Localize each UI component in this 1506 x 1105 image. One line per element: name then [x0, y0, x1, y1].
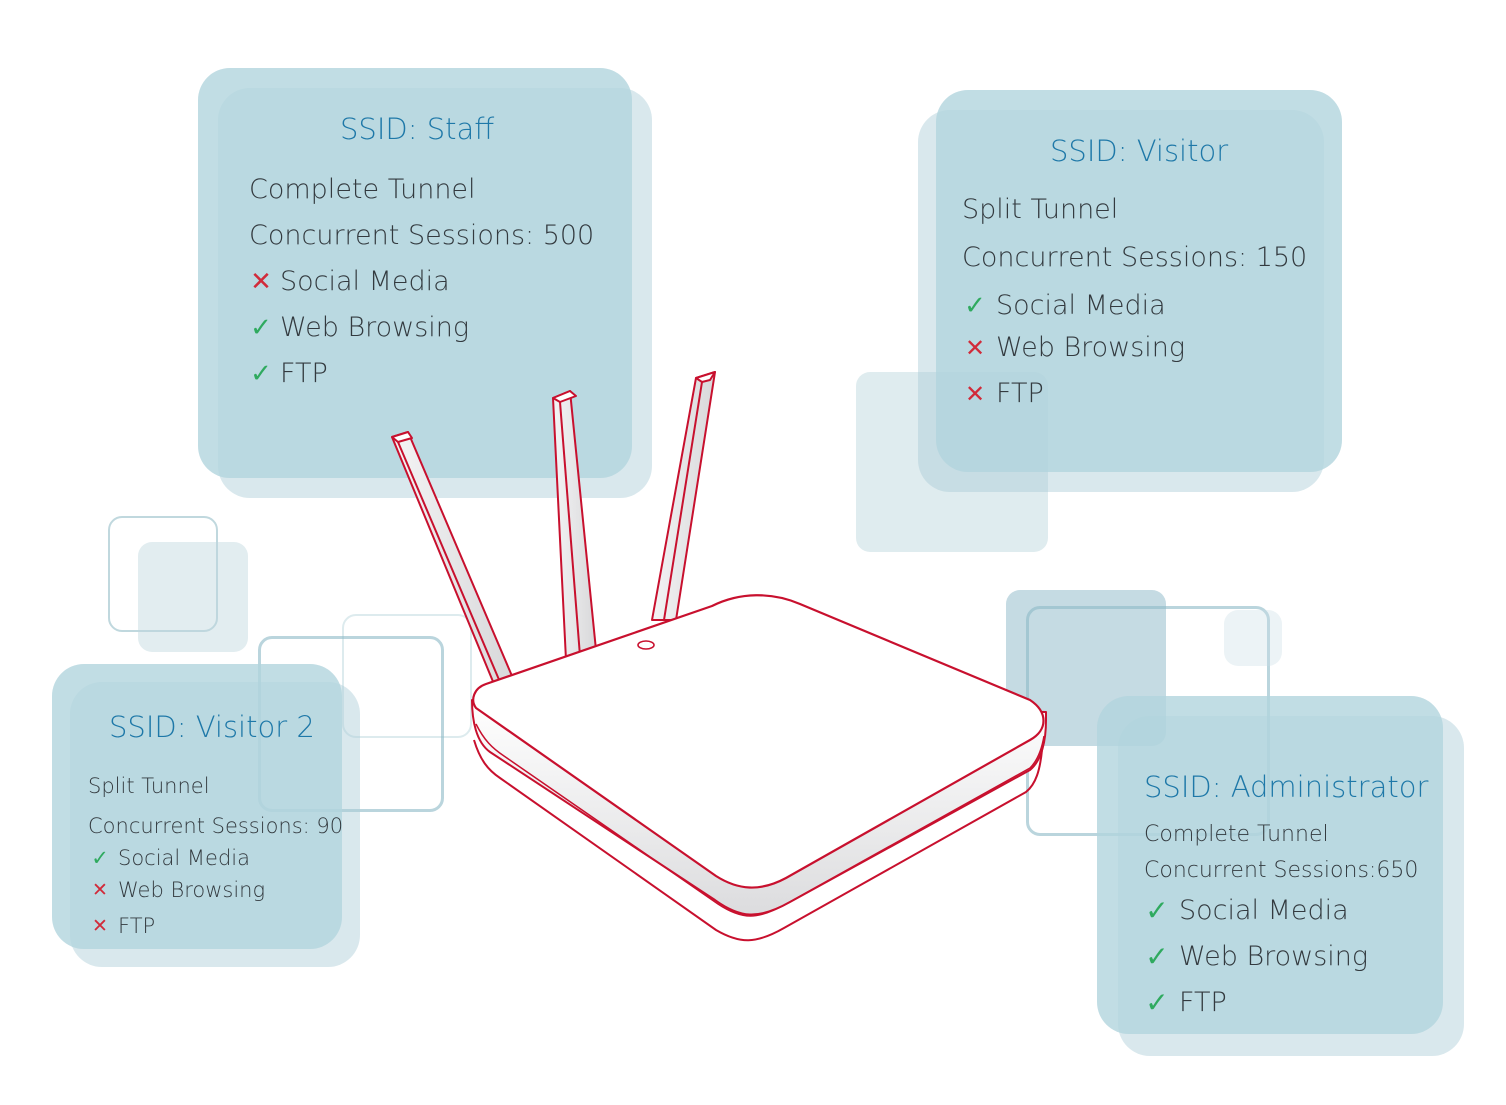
- feature-ftp: ✓ FTP: [246, 358, 328, 389]
- check-icon: ✓: [250, 358, 272, 389]
- ssid-panel-visitor: SSID: Visitor Split Tunnel Concurrent Se…: [936, 90, 1342, 472]
- deco-square: [108, 516, 218, 632]
- feature-label: Web Browsing: [118, 878, 266, 902]
- router-base: [473, 739, 1043, 942]
- cross-icon: ✕: [92, 879, 108, 901]
- feature-social-media: ✓ Social Media: [1141, 894, 1349, 927]
- check-icon: ✓: [1145, 940, 1169, 973]
- ssid-title: SSID: Administrator: [1144, 770, 1429, 804]
- feature-label: Web Browsing: [1179, 941, 1369, 972]
- feature-label: FTP: [1179, 987, 1227, 1018]
- concurrent-sessions: Concurrent Sessions:650: [1144, 858, 1419, 883]
- ssid-panel-administrator: SSID: Administrator Complete Tunnel Conc…: [1097, 696, 1443, 1034]
- deco-square: [138, 542, 248, 652]
- check-icon: ✓: [964, 290, 986, 321]
- status-led-icon: [637, 640, 655, 650]
- tunnel-mode: Split Tunnel: [88, 774, 210, 798]
- concurrent-sessions: Concurrent Sessions: 150: [962, 242, 1308, 273]
- feature-social-media: ✓ Social Media: [88, 846, 250, 870]
- check-icon: ✓: [91, 846, 109, 870]
- concurrent-sessions: Concurrent Sessions: 90: [88, 814, 344, 838]
- tunnel-mode: Complete Tunnel: [249, 174, 476, 205]
- feature-ftp: ✓ FTP: [1141, 986, 1227, 1019]
- ssid-title: SSID: Staff: [340, 112, 495, 146]
- feature-web-browsing: ✓ Web Browsing: [246, 312, 469, 343]
- ssid-panel-visitor-2: SSID: Visitor 2 Split Tunnel Concurrent …: [52, 664, 344, 949]
- feature-label: FTP: [118, 914, 156, 938]
- antenna-left: [391, 431, 513, 685]
- cross-icon: ✕: [964, 379, 986, 408]
- feature-social-media: ✕ Social Media: [246, 266, 450, 297]
- feature-social-media: ✓ Social Media: [960, 290, 1166, 321]
- feature-ftp: ✕ FTP: [88, 914, 155, 938]
- feature-label: Web Browsing: [996, 332, 1186, 363]
- feature-label: Social Media: [118, 846, 251, 870]
- feature-label: Social Media: [280, 266, 450, 297]
- concurrent-sessions: Concurrent Sessions: 500: [249, 220, 595, 251]
- tunnel-mode: Complete Tunnel: [1144, 822, 1329, 847]
- feature-web-browsing: ✕ Web Browsing: [88, 878, 265, 902]
- check-icon: ✓: [1145, 894, 1169, 927]
- feature-label: FTP: [280, 358, 328, 389]
- feature-label: Web Browsing: [280, 312, 470, 343]
- tunnel-mode: Split Tunnel: [962, 194, 1119, 225]
- antenna-right: [651, 371, 716, 621]
- feature-ftp: ✕ FTP: [960, 378, 1044, 409]
- ssid-title: SSID: Visitor: [1050, 134, 1229, 168]
- check-icon: ✓: [1145, 986, 1169, 1019]
- deco-square: [1224, 610, 1282, 666]
- check-icon: ✓: [250, 312, 272, 343]
- feature-label: FTP: [996, 378, 1044, 409]
- feature-web-browsing: ✕ Web Browsing: [960, 332, 1185, 363]
- cross-icon: ✕: [250, 266, 272, 297]
- feature-label: Social Media: [1179, 895, 1349, 926]
- deco-square: [342, 614, 472, 738]
- antenna-center: [552, 390, 597, 661]
- cross-icon: ✕: [92, 915, 108, 937]
- router-top: [472, 594, 1045, 889]
- feature-web-browsing: ✓ Web Browsing: [1141, 940, 1368, 973]
- cross-icon: ✕: [964, 333, 986, 362]
- ssid-title: SSID: Visitor 2: [109, 710, 315, 744]
- feature-label: Social Media: [996, 290, 1166, 321]
